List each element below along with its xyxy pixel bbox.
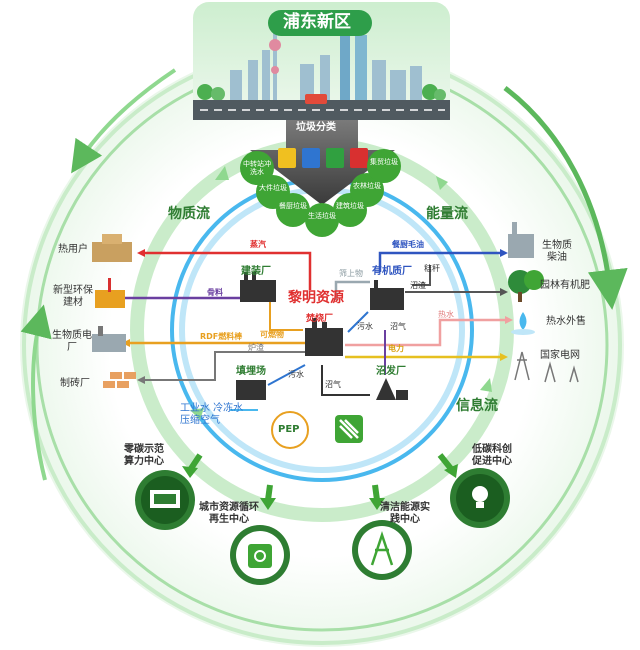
output-brick-factory: 制砖厂 [60, 378, 90, 389]
center-computing-label: 零碳示范算力中心 [124, 444, 164, 467]
trees-graphic [197, 84, 446, 101]
biomass-power-icon [92, 326, 126, 352]
edge-sieve: 筛上物 [339, 269, 363, 278]
organic-plant-icon [370, 280, 404, 310]
edge-sewage-1: 污水 [357, 322, 373, 331]
power-grid-icon [514, 351, 579, 383]
flow-label-energy: 能量流 [426, 206, 468, 222]
heat-user-icon [92, 234, 132, 262]
flow-label-material: 物质流 [168, 206, 210, 222]
ring-arrow-left [20, 304, 52, 481]
water-drop-icon [511, 312, 535, 335]
waste-type-label: 大件垃圾 [259, 184, 287, 192]
edge-cooking-oil: 餐厨毛油 [392, 240, 424, 249]
line-oil [378, 251, 500, 272]
biodiesel-factory-icon [508, 222, 534, 258]
bins-icon [278, 148, 368, 168]
output-hot-water: 热水外售 [546, 316, 586, 327]
edge-combustible: 可燃物 [260, 330, 284, 339]
line-hotwater [345, 318, 505, 347]
ring-arrow-right [503, 86, 628, 310]
edge-rdf: RDF燃料棒 [200, 332, 243, 341]
edge-power: 电力 [388, 344, 404, 353]
edge-biogas-2: 沼气 [325, 380, 341, 389]
line-sewage-1 [347, 311, 369, 333]
waste-type-label: 中转站冲洗水 [243, 160, 271, 177]
car-icon [305, 94, 327, 104]
center-innovation-label: 低碳科创促进中心 [472, 444, 512, 467]
clean-energy-center-icon [352, 520, 412, 580]
edge-industrial: 工业水 冷冻水 压缩空气 [180, 403, 244, 426]
edge-sewage-2: 污水 [288, 370, 304, 379]
edge-aggregate: 骨料 [207, 288, 223, 297]
incineration-plant-icon [305, 318, 343, 356]
recycle-center-icon [230, 525, 290, 585]
facility-incineration: 焚烧厂 [306, 314, 334, 324]
company-logo [335, 415, 363, 443]
edge-ash: 炉渣 [248, 343, 264, 352]
flow-arrow-1 [215, 166, 229, 180]
facility-biogas: 沼发厂 [376, 366, 406, 377]
innovation-center-icon [450, 468, 510, 528]
output-building-materials: 新型环保建材 [53, 285, 93, 308]
waste-type-label: 集贸垃圾 [370, 158, 398, 166]
line-biogas-b [321, 365, 370, 396]
output-biodiesel: 生物质柴油 [542, 240, 572, 263]
pep-logo [271, 411, 309, 449]
center-recycle-label: 城市资源循环再生中心 [199, 502, 259, 525]
waste-type-label: 生活垃圾 [308, 212, 336, 220]
arrow-to-energy [372, 484, 380, 501]
funnel-arrow [250, 120, 395, 205]
output-fertilizer: 园林有机肥 [540, 280, 590, 291]
edge-steam: 蒸汽 [250, 240, 266, 249]
computing-center-icon [135, 470, 195, 530]
title-pill [268, 10, 372, 36]
line-steam [145, 251, 312, 290]
ring-arrow-topleft [71, 68, 177, 174]
fertilizer-tree-icon [508, 270, 544, 302]
brick-icon [103, 372, 136, 388]
flow-label-info: 信息流 [456, 398, 498, 414]
road [193, 100, 450, 120]
facility-organic: 有机质厂 [372, 266, 412, 277]
facility-landfill: 填埋场 [236, 366, 266, 377]
output-heat-user: 热用户 [58, 244, 88, 255]
edge-straw: 秸秆 [424, 264, 440, 273]
edge-biogas-1: 沼气 [390, 322, 406, 331]
edge-hot-water: 热水 [438, 310, 454, 319]
skyline-graphic [230, 20, 422, 100]
building-plant-icon [240, 272, 276, 302]
waste-type-label: 农林垃圾 [353, 182, 381, 190]
waste-type-label: 建筑垃圾 [336, 202, 364, 210]
flow-arrow-2 [436, 176, 448, 190]
line-sieve [334, 280, 370, 300]
arrow-to-recycle [265, 484, 273, 501]
flow-arrow-4 [190, 408, 204, 420]
facility-building: 建装厂 [241, 266, 271, 277]
sort-label: 垃圾分类 [296, 122, 336, 133]
edge-sludge: 沼渣 [410, 281, 426, 290]
line-sewage-2 [267, 364, 306, 386]
flow-arrow-3 [480, 378, 492, 392]
building-materials-icon [95, 278, 125, 308]
center-energy-label: 清洁能源实践中心 [380, 502, 430, 525]
line-straw [412, 265, 431, 286]
center-title: 黎明资源 [288, 290, 344, 306]
line-combustible [269, 300, 303, 331]
pep-logo-text: PEP [278, 424, 300, 435]
biogas-plant-icon [376, 378, 408, 400]
page-title: 浦东新区 [283, 12, 351, 32]
landfill-icon [236, 380, 266, 400]
output-grid: 国家电网 [540, 350, 580, 361]
waste-circles [240, 149, 401, 237]
output-biomass-power: 生物质电厂 [52, 330, 92, 353]
waste-type-label: 餐厨垃圾 [279, 202, 307, 210]
line-ash [145, 351, 305, 381]
